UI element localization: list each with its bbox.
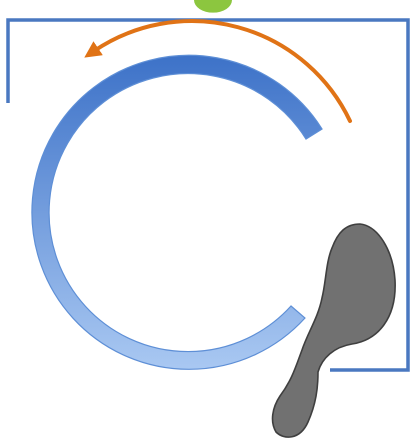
frame-outline xyxy=(6,18,410,372)
open-ring xyxy=(31,54,323,370)
counter-clockwise-arrow xyxy=(84,19,352,123)
hand-silhouette-icon xyxy=(271,223,396,438)
green-cap xyxy=(194,0,232,13)
